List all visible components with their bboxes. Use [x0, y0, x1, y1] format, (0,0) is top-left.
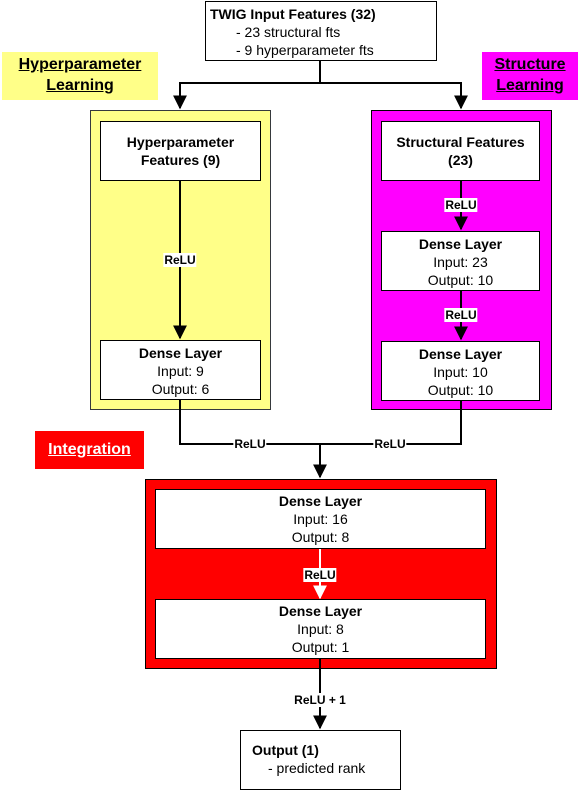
input-bullet-hyperparameter: - 9 hyperparameter fts	[236, 42, 374, 58]
hyper-to-merge	[179, 400, 320, 445]
input-bullet-structural: - 23 structural fts	[236, 24, 341, 40]
integration-dense-layer-1: Dense Layer Input: 16 Output: 8	[155, 489, 486, 549]
struct-dense-layer-1: Dense Layer Input: 23 Output: 10	[381, 231, 540, 291]
to-struct-arrow	[320, 82, 468, 110]
struct-relu2-label: ReLU	[444, 308, 478, 322]
structural-features-box: Structural Features (23)	[381, 121, 540, 181]
struct-relu1-label: ReLU	[444, 198, 478, 212]
struct-to-merge	[320, 400, 462, 445]
to-hyper-arrow	[173, 82, 320, 110]
integration-relu-label: ReLU	[303, 568, 337, 582]
integration-tag: Integration	[35, 431, 144, 469]
hyper-relu-label: ReLU	[163, 253, 197, 267]
merge-relu-left-label: ReLU	[233, 437, 267, 451]
final-relu-label: ReLU + 1	[293, 693, 347, 707]
output-bullet: - predicted rank	[268, 760, 366, 776]
input-features-box: TWIG Input Features (32) - 23 structural…	[205, 1, 437, 61]
struct-dense-layer-2: Dense Layer Input: 10 Output: 10	[381, 341, 540, 401]
hyperparameter-features-box: Hyperparameter Features (9)	[100, 121, 261, 181]
integration-dense-layer-2: Dense Layer Input: 8 Output: 1	[155, 599, 486, 659]
output-box: Output (1) - predicted rank	[240, 730, 401, 790]
hyper-dense-layer: Dense Layer Input: 9 Output: 6	[100, 340, 261, 400]
output-title: Output (1)	[252, 742, 319, 758]
merge-relu-right-label: ReLU	[373, 437, 407, 451]
input-title: TWIG Input Features (32)	[210, 6, 376, 22]
